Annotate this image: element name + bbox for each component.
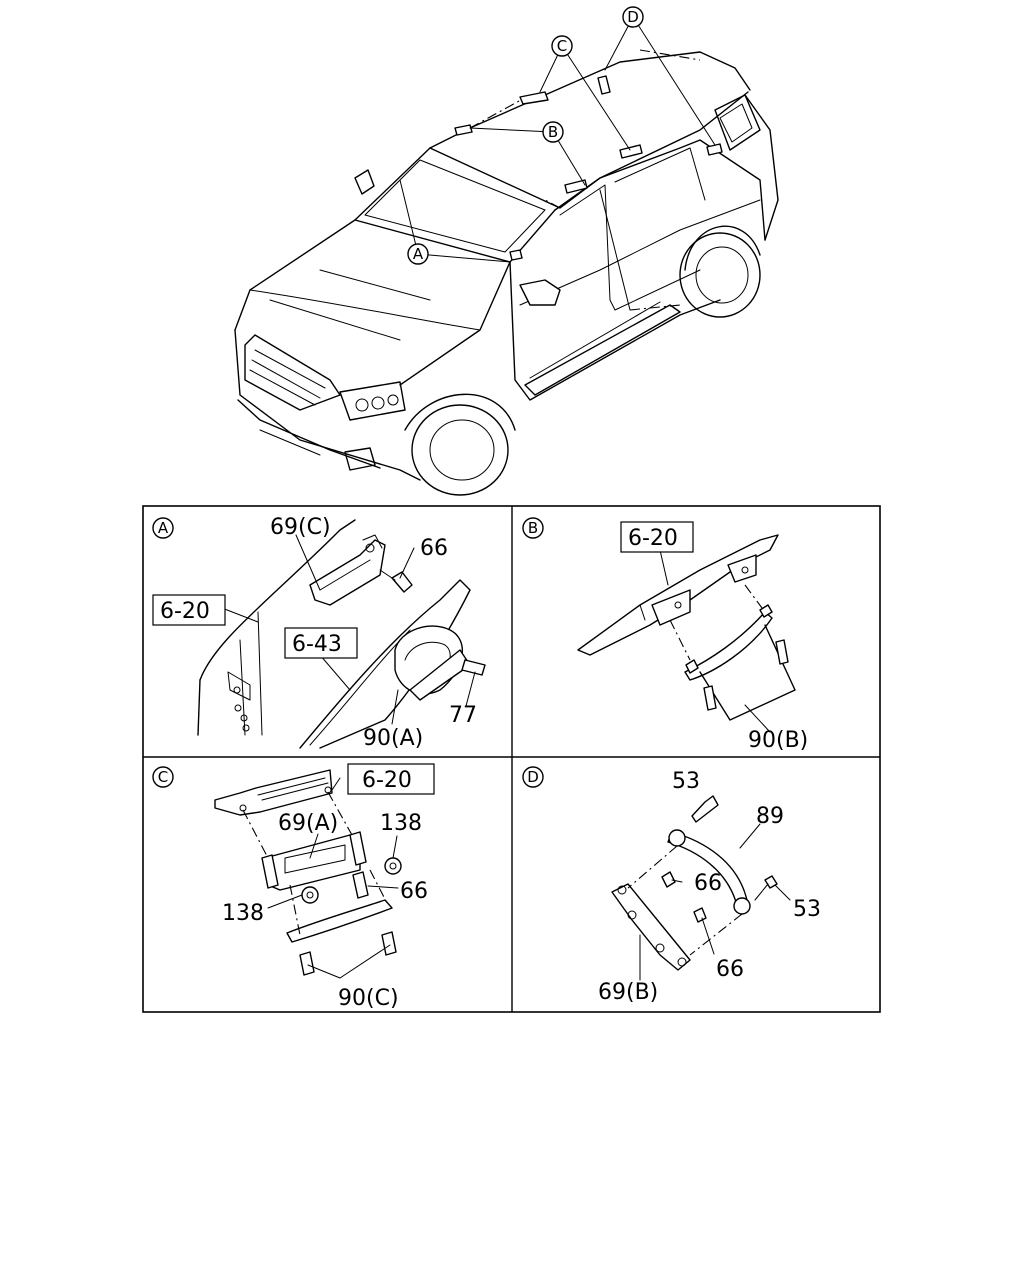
label-90c: 90(C) (338, 986, 399, 1011)
callout-D: D (622, 6, 644, 28)
svg-text:A: A (158, 519, 169, 537)
panel-D-letter: D (522, 766, 544, 788)
panel-B: B 6-20 90(B) (522, 517, 808, 753)
callout-A: A (407, 243, 429, 265)
vehicle-illustration (234, 49, 779, 496)
panel-A: A 69(C) 66 (152, 515, 486, 751)
label-69b: 69(B) (598, 980, 658, 1005)
label-53-lower: 53 (793, 897, 821, 922)
svg-text:D: D (527, 768, 539, 786)
panel-A-letter: A (152, 517, 174, 539)
label-66-upper: 66 (694, 871, 722, 896)
svg-text:B: B (528, 519, 538, 537)
label-66-lower: 66 (716, 957, 744, 982)
panel-D: D 53 89 66 53 66 69(B) (522, 766, 821, 1005)
label-66: 66 (420, 536, 448, 561)
label-77: 77 (449, 703, 477, 728)
svg-text:A: A (413, 245, 424, 263)
svg-text:C: C (557, 37, 567, 55)
panel-C-letter: C (152, 766, 174, 788)
ref-6-20: 6-20 (160, 599, 210, 624)
panel-C: C 6-20 (152, 763, 435, 1011)
svg-text:D: D (627, 8, 639, 26)
detail-grid (142, 505, 881, 1013)
svg-text:C: C (158, 768, 168, 786)
panel-B-letter: B (522, 517, 544, 539)
callout-C: C (551, 35, 573, 57)
ref-6-20: 6-20 (362, 768, 412, 793)
callout-B: B (542, 121, 564, 143)
label-69a: 69(A) (278, 811, 338, 836)
label-90b: 90(B) (748, 728, 808, 753)
label-69c: 69(C) (270, 515, 331, 540)
label-66: 66 (400, 879, 428, 904)
ref-6-43: 6-43 (292, 632, 342, 657)
label-138-lower: 138 (222, 901, 264, 926)
label-53-upper: 53 (672, 769, 700, 794)
label-138-upper: 138 (380, 811, 422, 836)
svg-text:B: B (548, 123, 558, 141)
ref-6-20: 6-20 (628, 526, 678, 551)
label-89: 89 (756, 804, 784, 829)
label-90a: 90(A) (363, 726, 423, 751)
